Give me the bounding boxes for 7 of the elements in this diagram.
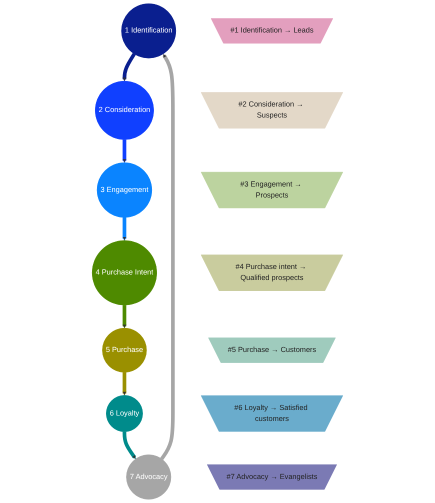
arrow [122,372,126,396]
arrow [160,54,175,460]
arrow [122,305,126,328]
arrow [122,140,126,163]
arrow [122,217,126,241]
arrow [122,52,136,82]
arrow [122,432,136,460]
